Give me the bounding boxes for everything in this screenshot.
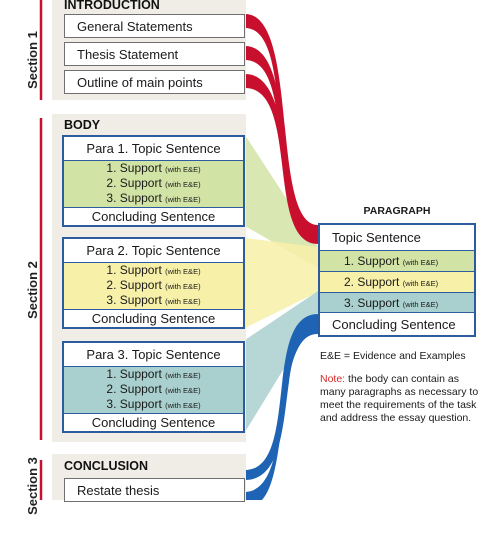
para1-support-1: 1. Support (with E&E) [106, 161, 201, 175]
paragraph-topic-sentence: Topic Sentence [332, 230, 421, 245]
para3-supports: 1. Support (with E&E) 2. Support (with E… [64, 366, 243, 414]
paragraph-support-2: 2. Support (with E&E) [320, 271, 474, 292]
essay-structure-diagram: Section 1 Section 2 Section 3 INTRODUCTI… [25, 0, 485, 515]
conclusion-flow-1 [245, 314, 318, 480]
section2-label: Section 2 [25, 261, 40, 319]
para2-support-1: 1. Support (with E&E) [106, 263, 201, 277]
para2-concluding-sentence: Concluding Sentence [91, 311, 216, 326]
paragraph-support-1: 1. Support (with E&E) [320, 250, 474, 271]
para1-topic-sentence: Para 1. Topic Sentence [86, 141, 221, 156]
para3-support-1: 1. Support (with E&E) [106, 367, 201, 381]
note-label: Note: [320, 373, 346, 385]
conclusion-title: CONCLUSION [64, 459, 149, 473]
para1-support-3: 3. Support (with E&E) [106, 191, 201, 205]
body-title: BODY [64, 118, 101, 132]
para2-supports: 1. Support (with E&E) 2. Support (with E… [64, 262, 243, 310]
para1-supports: 1. Support (with E&E) 2. Support (with E… [64, 160, 243, 208]
note-text: the body can contain as many paragraphs … [320, 373, 479, 424]
section1-label: Section 1 [25, 31, 40, 89]
ee-legend: E&E = Evidence and Examples [320, 350, 466, 362]
intro-item-outline: Outline of main points [64, 70, 245, 94]
para3-support-3: 3. Support (with E&E) [106, 397, 201, 411]
intro-item-thesis-statement: Thesis Statement [64, 42, 245, 66]
para3-topic-sentence: Para 3. Topic Sentence [86, 347, 221, 362]
intro-flow-3 [245, 74, 318, 244]
para2-support-2: 2. Support (with E&E) [106, 278, 201, 292]
para3-concluding-sentence: Concluding Sentence [91, 415, 216, 430]
para3-support-2: 2. Support (with E&E) [106, 382, 201, 396]
section3-label: Section 3 [25, 457, 40, 515]
paragraph-title: PARAGRAPH [363, 205, 431, 217]
paragraph-support-3: 3. Support (with E&E) [320, 292, 474, 313]
para2-support-3: 3. Support (with E&E) [106, 293, 201, 307]
para1-support-2: 2. Support (with E&E) [106, 176, 201, 190]
paragraph-structure-box: Topic Sentence 1. Support (with E&E) 2. … [318, 223, 476, 337]
body-note: Note: the body can contain as many parag… [320, 373, 485, 425]
para1-concluding-sentence: Concluding Sentence [91, 209, 216, 224]
body-paragraph-2: Para 2. Topic Sentence 1. Support (with … [62, 237, 245, 329]
para2-fan [245, 238, 318, 328]
para2-topic-sentence: Para 2. Topic Sentence [86, 243, 221, 258]
body-paragraph-1: Para 1. Topic Sentence 1. Support (with … [62, 135, 245, 227]
flow-ribbons [39, 0, 318, 500]
conclusion-item-restate-thesis: Restate thesis [64, 478, 245, 502]
intro-item-general-statements: General Statements [64, 14, 245, 38]
body-paragraph-3: Para 3. Topic Sentence 1. Support (with … [62, 341, 245, 433]
introduction-title: INTRODUCTION [64, 0, 160, 12]
paragraph-concluding-sentence: Concluding Sentence [320, 312, 474, 336]
